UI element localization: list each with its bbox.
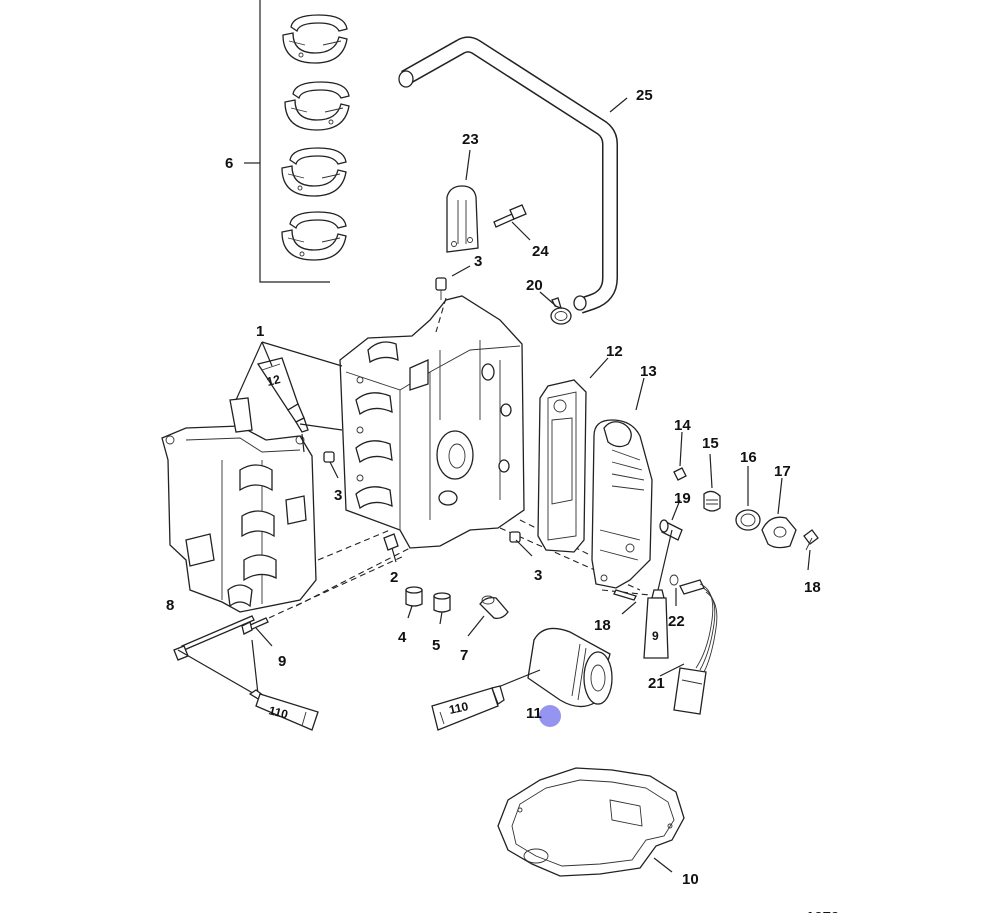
bolt-8 (173, 615, 255, 661)
tube-label-110-left: 110 (267, 703, 289, 721)
callout-18-right: 18 (804, 579, 821, 596)
screw-9-left (241, 617, 269, 635)
sealant-tube-110-left (177, 639, 319, 731)
callout-19: 19 (674, 490, 691, 507)
callout-13: 13 (640, 363, 657, 380)
callout-5: 5 (432, 637, 440, 654)
screw-18-right (803, 529, 819, 551)
hose-clamp (550, 297, 572, 325)
plug-4 (405, 586, 423, 607)
callout-3-left: 3 (334, 487, 342, 504)
callout-11: 11 (526, 705, 542, 722)
callout-9-left: 9 (278, 653, 286, 670)
oring-22 (669, 574, 679, 586)
callout-21: 21 (648, 675, 665, 692)
callout-8: 8 (166, 597, 174, 614)
plug-screw-top (435, 277, 447, 300)
dowel-pin (383, 533, 399, 551)
cylinder-block (339, 295, 525, 549)
callout-25: 25 (636, 87, 653, 104)
callout-24: 24 (532, 243, 549, 260)
drawing-code: 1979 (806, 909, 839, 913)
gasket-16 (735, 509, 761, 531)
sealant-tube-9-right (643, 529, 673, 659)
cover-plate-13 (591, 419, 653, 589)
hose (398, 36, 618, 314)
screw-18-left (613, 589, 637, 601)
gasket-10 (497, 767, 685, 877)
thermostat-cover-17 (761, 516, 797, 549)
callout-labels: 1 2 3 3 3 4 5 6 7 8 9 9 10 11 12 13 14 1… (166, 87, 821, 888)
bearing-halves (281, 14, 350, 261)
callout-23: 23 (462, 131, 479, 148)
callout-4: 4 (398, 629, 407, 646)
thermostat-15 (703, 490, 721, 512)
callout-3-right: 3 (534, 567, 542, 584)
tube-label-9: 9 (652, 629, 659, 643)
callout-10: 10 (682, 871, 699, 888)
callout-6: 6 (225, 155, 233, 172)
callout-14: 14 (674, 417, 691, 434)
bearing-group-bracket (244, 0, 330, 283)
crankcase-cover (161, 397, 317, 613)
sealant-tube-12 (256, 357, 309, 433)
callout-1: 1 (256, 323, 264, 340)
leaders-part-1 (235, 341, 343, 453)
callout-18-left: 18 (594, 617, 611, 634)
callout-leaders (255, 97, 811, 873)
oil-filter (485, 627, 613, 708)
tube-labels: 12 9 110 110 (265, 372, 659, 722)
callout-2: 2 (390, 569, 398, 586)
tube-label-110-bottom: 110 (448, 699, 470, 717)
gasket-12 (537, 379, 587, 553)
plug-screws (323, 451, 521, 543)
callout-17: 17 (774, 463, 791, 480)
hose-bracket (446, 185, 479, 253)
plug-5 (433, 592, 451, 613)
selection-marker[interactable] (539, 705, 561, 727)
fitting-19 (659, 519, 683, 541)
sleeve-7 (479, 595, 509, 620)
callout-20: 20 (526, 277, 543, 294)
callout-7: 7 (460, 647, 468, 664)
callout-16: 16 (740, 449, 757, 466)
callout-3-top: 3 (474, 253, 482, 270)
bracket-screw (493, 204, 527, 228)
tube-label-12: 12 (265, 372, 282, 389)
nut-14 (673, 467, 687, 481)
callout-12: 12 (606, 343, 623, 360)
callout-15: 15 (702, 435, 719, 452)
callout-22: 22 (668, 613, 685, 630)
sensor-21 (673, 579, 718, 715)
sealant-tube-110-bottom (431, 685, 505, 731)
